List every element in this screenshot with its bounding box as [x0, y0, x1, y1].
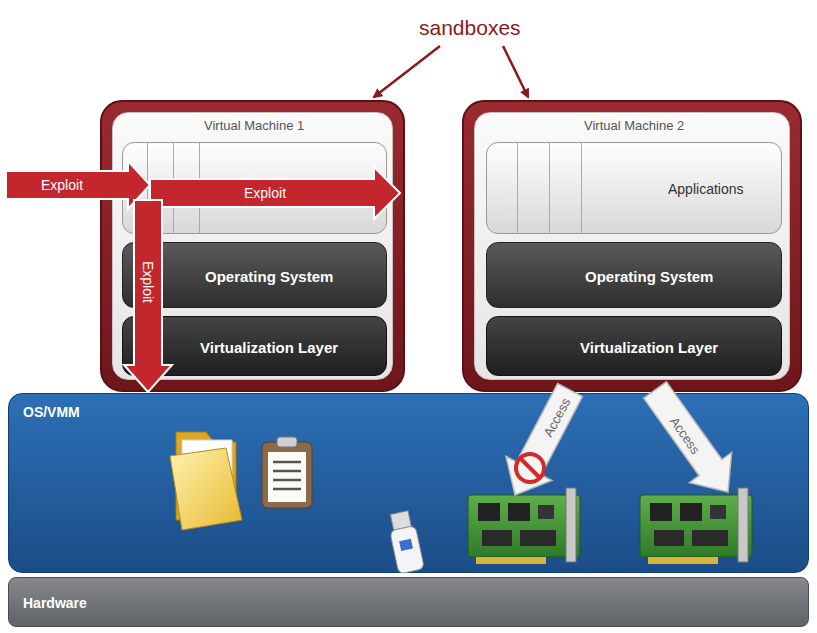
group-label: sandboxes	[419, 16, 521, 40]
virtualization-layer-box: Virtualization Layer	[486, 316, 782, 376]
node-text: Operating System	[205, 268, 333, 285]
node-text: Virtualization Layer	[200, 339, 338, 356]
os-layer-box: Operating System	[486, 242, 782, 308]
folder-icon	[170, 432, 242, 530]
clipboard-icon	[262, 437, 312, 508]
arrow-label: Exploit	[140, 261, 156, 303]
node-text: Applications	[668, 181, 744, 197]
virtual-machine-box: Virtual Machine 2 ApplicationsOperating S…	[462, 100, 802, 392]
exploit-arrow	[150, 167, 400, 219]
application-divider	[549, 143, 550, 233]
network-card-icon	[468, 488, 580, 564]
application-divider	[517, 143, 518, 233]
exploit-arrow	[6, 161, 150, 209]
hardware-band: Hardware	[8, 577, 809, 627]
exploit-arrow	[124, 200, 172, 392]
arrow-label: Exploit	[41, 177, 83, 193]
applications-box: Applications	[486, 142, 782, 234]
pointer-arrows	[374, 46, 528, 97]
node-text: OS/VMM	[23, 404, 80, 420]
network-card-icon	[640, 488, 752, 564]
arrow-label: Exploit	[244, 185, 286, 201]
application-divider	[581, 143, 582, 233]
access-arrow	[644, 382, 732, 492]
node-text: Virtualization Layer	[580, 339, 718, 356]
node-text: Virtual Machine 2	[584, 118, 684, 133]
node-text: Virtual Machine 1	[204, 118, 304, 133]
access-arrow	[506, 384, 583, 496]
denied-sign	[516, 454, 544, 482]
usb-stick-icon	[386, 510, 424, 574]
node-text: Hardware	[23, 595, 87, 611]
node-text: Operating System	[585, 268, 713, 285]
